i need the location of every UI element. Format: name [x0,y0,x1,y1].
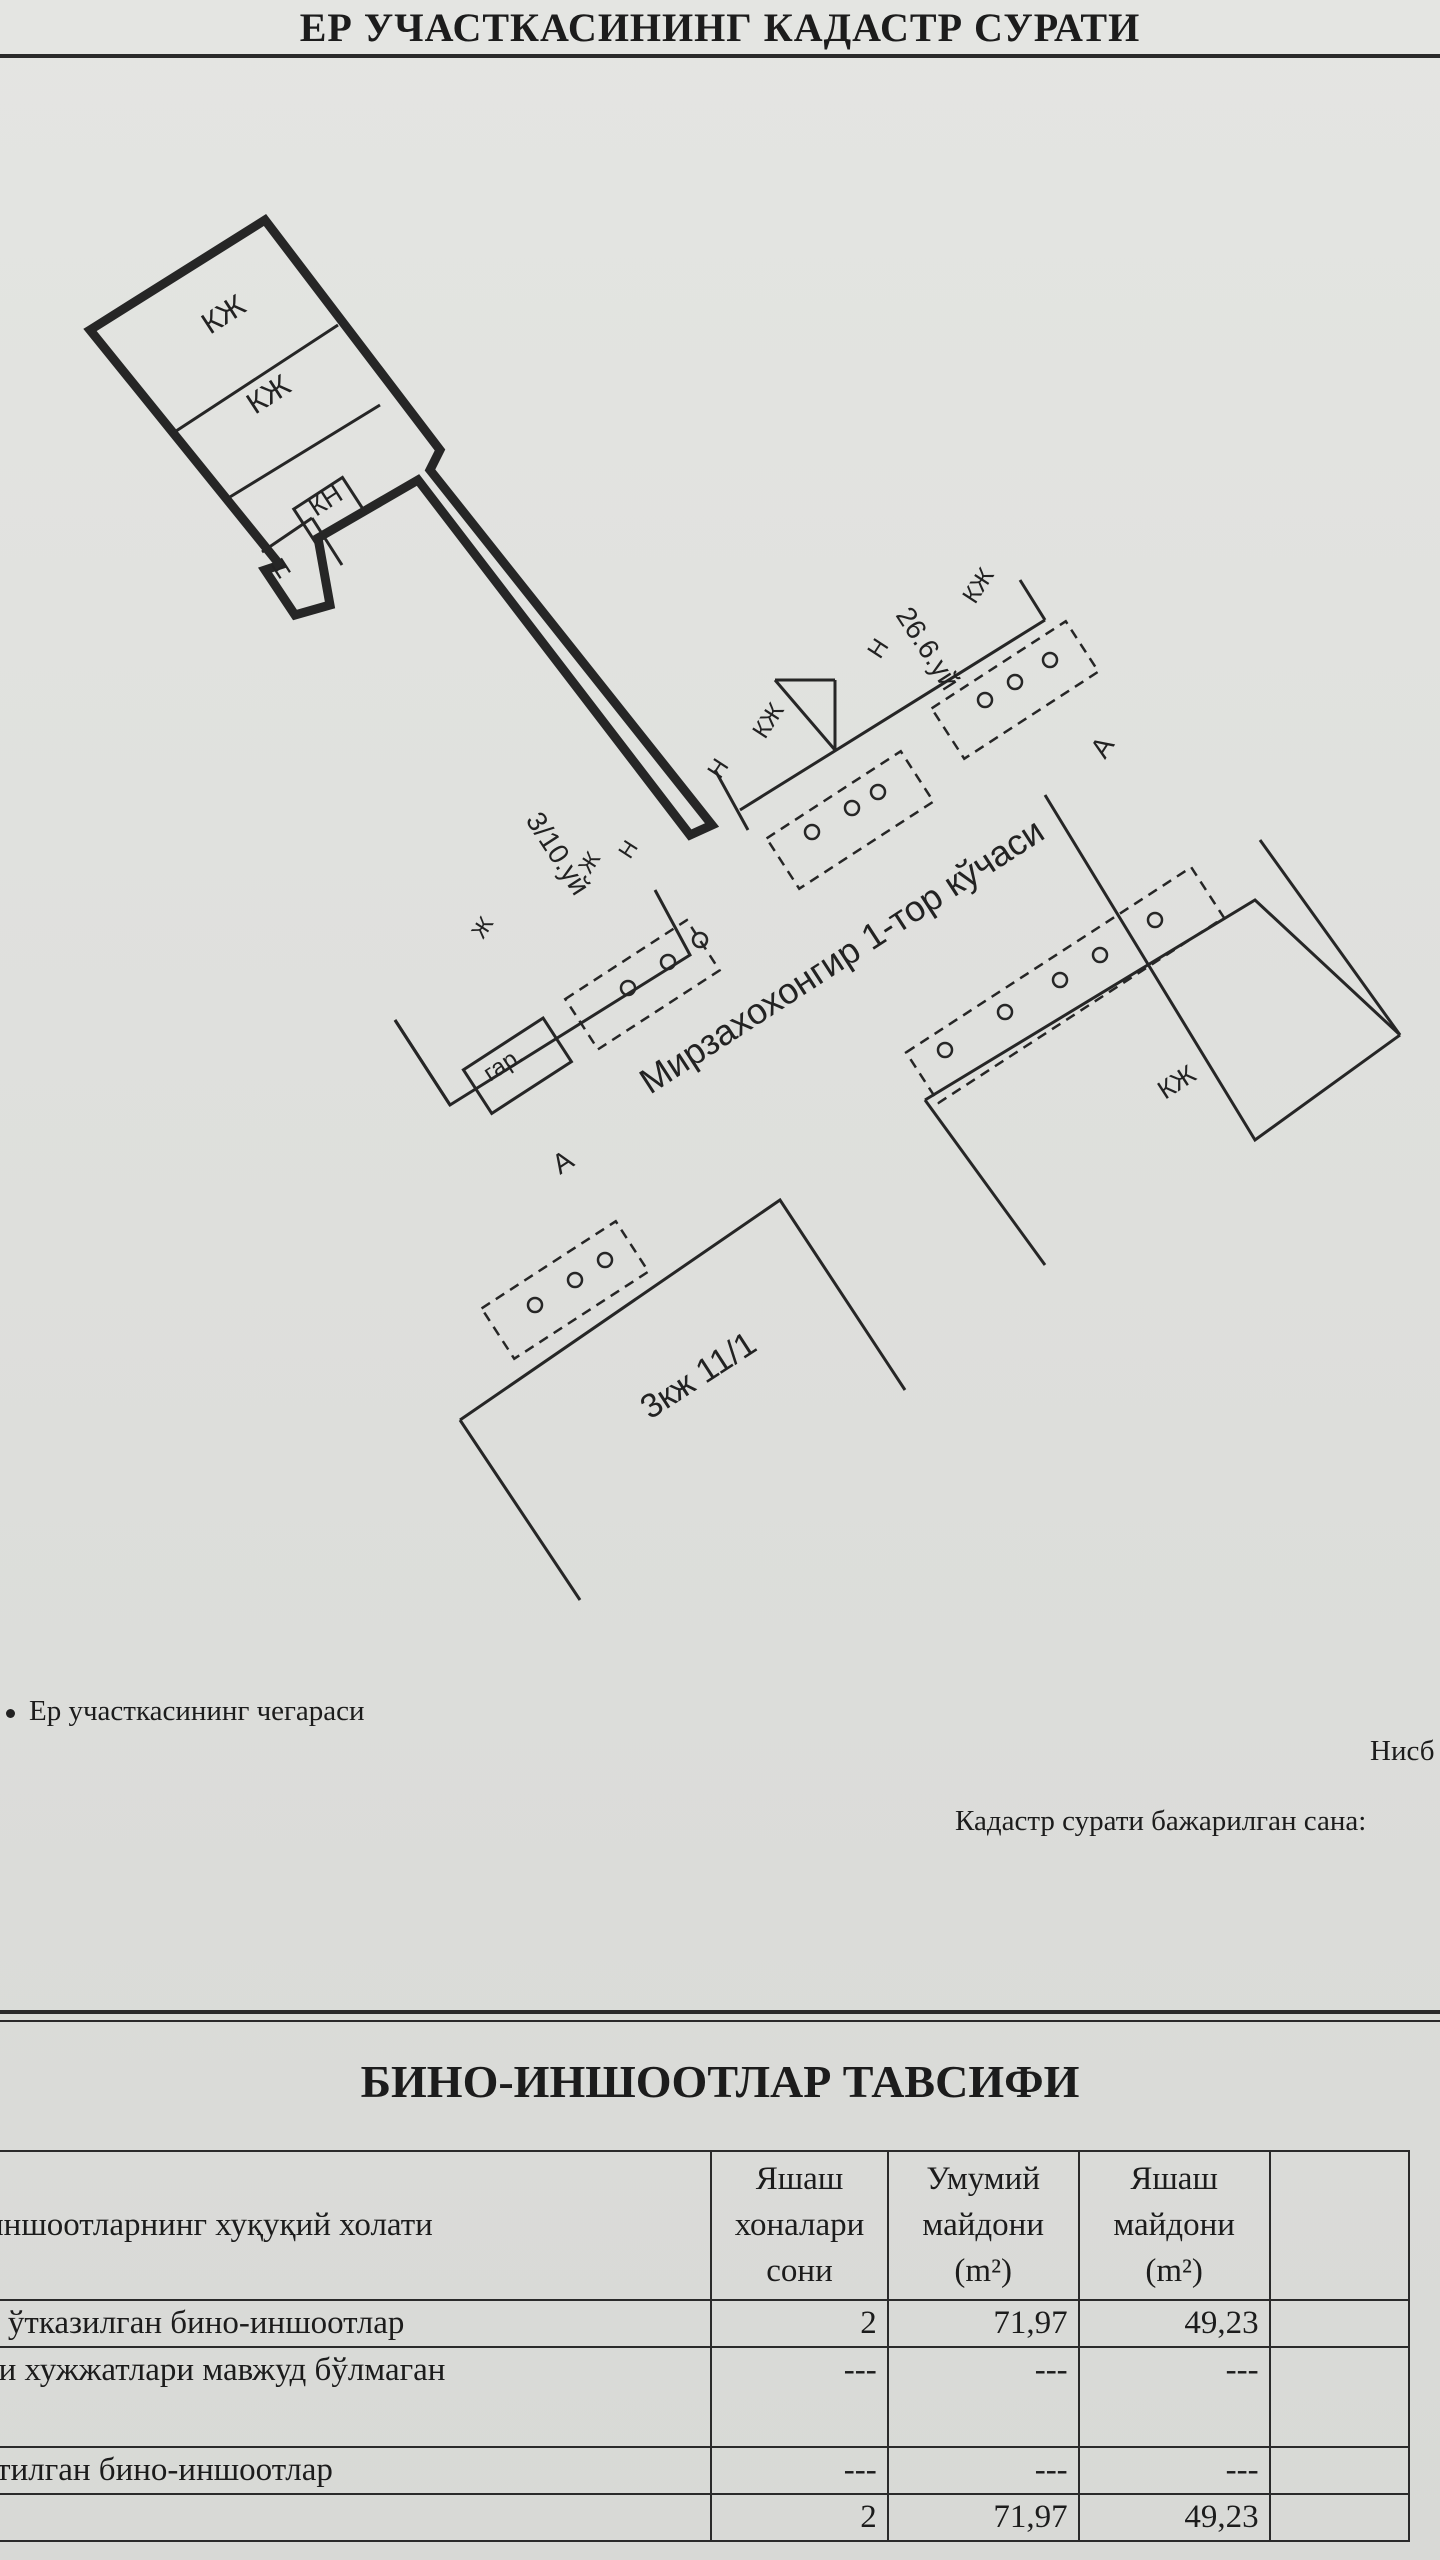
house-number: 26.6.уй [890,601,966,695]
room-label: КЖ [196,288,252,340]
col-header: Яшаш майдони (m²) [1077,2150,1271,2301]
cell-extra [1268,2345,1411,2448]
lot-line [458,1419,582,1601]
tree-row [904,865,1226,1105]
cell-extra [1268,2298,1411,2348]
cell-living: 49,23 [1077,2492,1271,2542]
legend-bullet [6,1708,15,1718]
divider-line [310,517,344,566]
lot-line [773,679,837,751]
street-name: Мирзахохонгир 1-тор кўчаси [632,810,1051,1102]
section-rule-thin [0,2020,1440,2022]
row-label: этилган бино-иншоотлар [0,2445,713,2495]
side-marker: А [546,1144,579,1180]
lot-label: КЖ [957,563,999,608]
table-row: этилган бино-иншоотлар --- --- --- [0,2445,1411,2495]
cell-total: 71,97 [886,2298,1080,2348]
kn-room [291,475,367,545]
cell-living: --- [1077,2345,1271,2448]
lot-label: Ж [466,911,498,942]
cell-rooms: 2 [710,2298,889,2348]
divider-line [224,403,381,502]
tree-row [929,619,1101,761]
lot-label: Н [862,634,894,663]
table-row: чи хужжатлари мавжуд бўлмаган --- --- --… [0,2345,1411,2448]
room-label: КН [303,478,348,522]
cell-total: --- [886,2345,1080,2448]
lot-line [1018,579,1047,621]
cell-living: --- [1077,2445,1271,2495]
lot-label: 3кж 11/1 [634,1324,763,1426]
lot-line [923,1099,1047,1266]
scale-label: Нисб [1370,1735,1435,1767]
lot-line [739,618,1046,812]
lot-line [1043,794,1401,1143]
legend-boundary-text: Ер участкасининг чегараси [29,1695,365,1727]
divider-line [169,323,339,437]
table-row-total: 2 71,97 49,23 [0,2492,1411,2542]
col-header: иншоотларнинг хуқуқий холати [0,2150,713,2301]
lot-label: КЖ [1152,1059,1201,1105]
plot-boundary [83,214,720,841]
row-label [0,2492,713,2542]
legend-boundary: Ер участкасининг чегараси [0,1695,365,1728]
table-header-row: иншоотларнинг хуқуқий холати Яшаш хонала… [0,2150,1411,2301]
lot-label: КЖ [747,698,789,743]
table-row: н ўтказилган бино-иншоотлар 2 71,97 49,2… [0,2298,1411,2348]
section-rule [0,2010,1440,2014]
buildings-table: иншоотларнинг хуқуқий холати Яшаш хонала… [0,2150,1411,2542]
date-label: Кадастр сурати бажарилган сана: [955,1805,1367,1837]
row-label: чи хужжатлари мавжуд бўлмаган [0,2345,713,2448]
cell-extra [1268,2445,1411,2495]
buildings-title: БИНО-ИНШООТЛАР ТАВСИФИ [360,2056,1080,2107]
cell-living: 49,23 [1077,2298,1271,2348]
cell-extra [1268,2492,1411,2542]
side-marker: А [1084,730,1120,763]
room-label: КЖ [241,368,297,420]
cadastral-map: КЖ КЖ КН Н Н КЖ Н КЖ 26.6.уй Н Ж Ж 3/10.… [83,214,1402,1601]
lot-label: Н [613,836,643,863]
lot-line [713,769,750,831]
plan-title: ЕР УЧАСТКАСИНИНГ КАДАСТР СУРАТИ [299,5,1141,50]
col-header: Умумий майдони (m²) [886,2150,1080,2301]
lot-line [393,1019,452,1106]
garage-box [461,1015,574,1116]
cell-rooms: 2 [710,2492,889,2542]
lot-line [459,1197,907,1422]
tree-row [764,749,936,891]
garage-label: гар. [479,1042,529,1087]
header-rule [0,54,1440,58]
cell-rooms: --- [710,2445,889,2495]
cell-rooms: --- [710,2345,889,2448]
cell-total: 71,97 [886,2492,1080,2542]
col-header: Яшаш хоналари сони [710,2150,889,2301]
cell-total: --- [886,2445,1080,2495]
lot-label: Н [702,754,734,783]
col-header-extra [1268,2150,1411,2301]
row-label: н ўтказилган бино-иншоотлар [0,2298,713,2348]
tree-row [479,1219,651,1361]
lot-line [1258,839,1402,1036]
lot-line [924,898,1402,1102]
